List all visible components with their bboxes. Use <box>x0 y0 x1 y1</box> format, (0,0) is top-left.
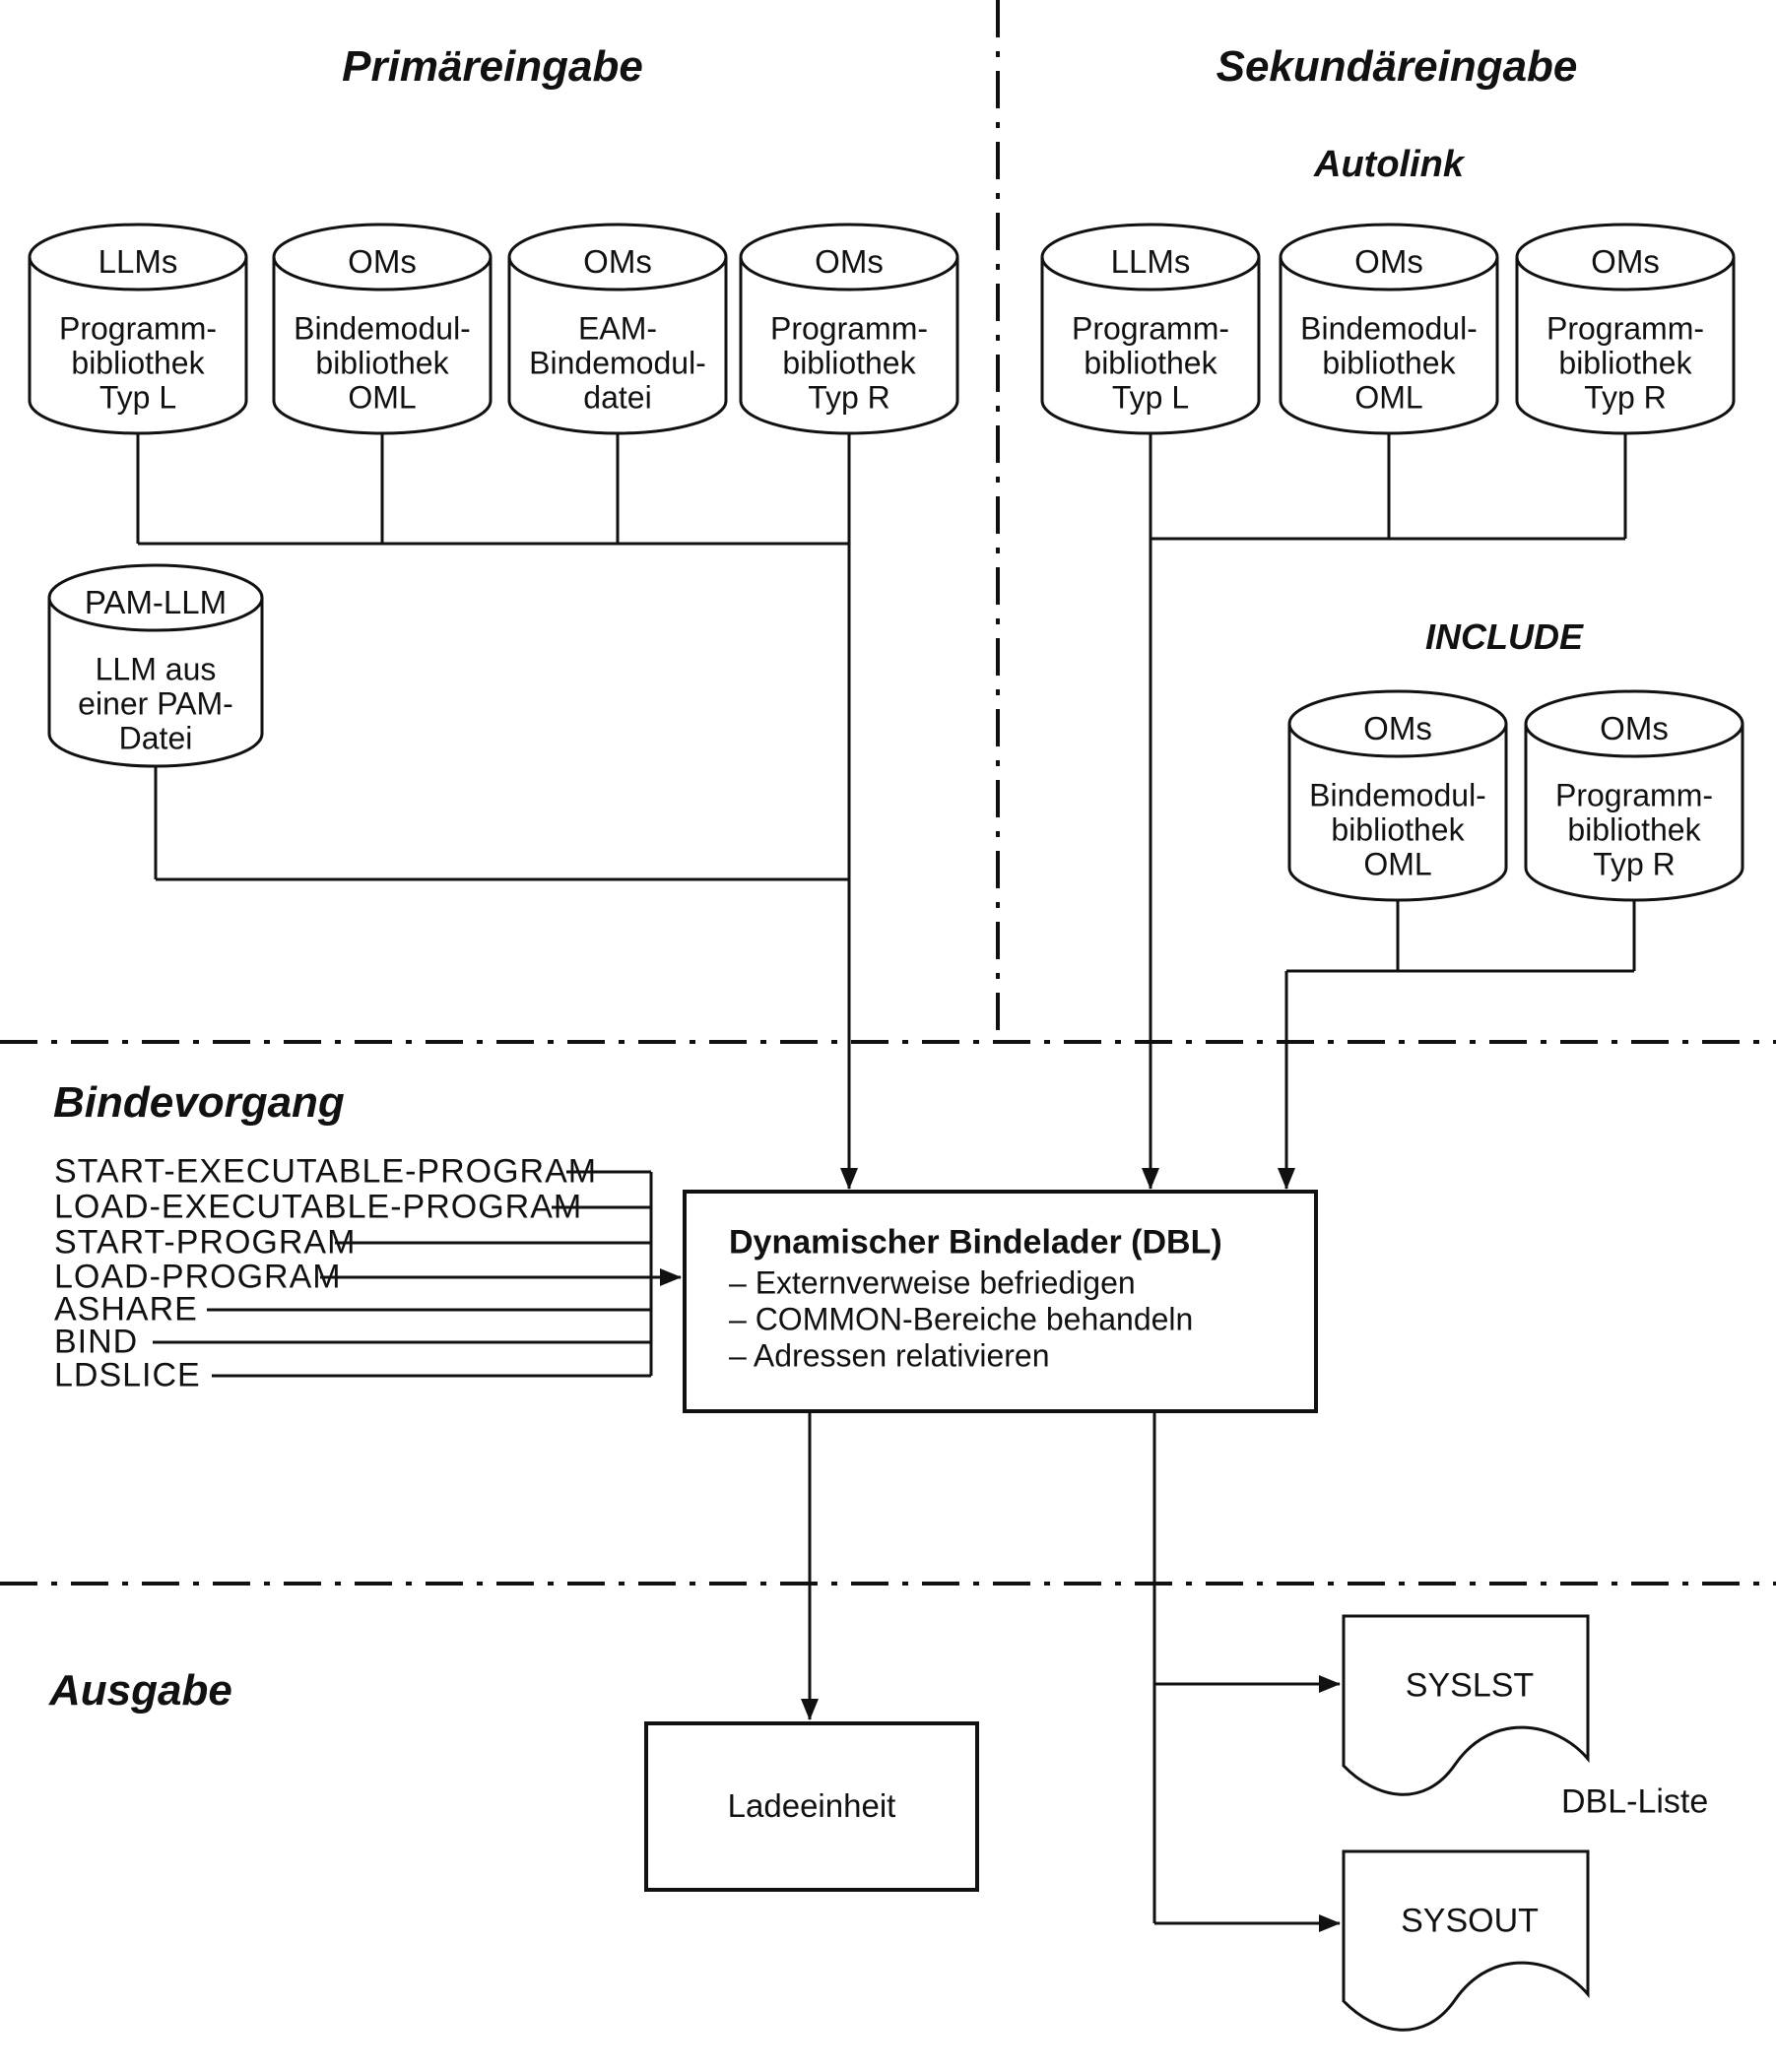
dbl-task: – Externverweise befriedigen <box>729 1264 1136 1301</box>
output-connectors <box>801 1412 1341 1932</box>
cylinder-body-label: Bindemodul- bibliothek OML <box>1309 777 1486 882</box>
heading-secondary-input: Sekundäreingabe <box>1216 41 1578 91</box>
heading-autolink: Autolink <box>1314 144 1464 186</box>
cylinder-body-label: Programm- bibliothek Typ R <box>1554 777 1714 882</box>
primary-input-connectors <box>136 433 858 1190</box>
dbl-box-title: Dynamischer Bindelader (DBL) <box>729 1223 1222 1262</box>
command-load-program: LOAD-PROGRAM <box>54 1258 342 1296</box>
cylinder-body-label: Programm- bibliothek Typ L <box>1071 310 1230 416</box>
heading-include: INCLUDE <box>1425 616 1583 658</box>
cylinder-body-label: LLM aus einer PAM- Datei <box>78 651 233 756</box>
cylinder-include-programmbibliothek-typ-r <box>1524 689 1744 902</box>
cylinder-body-label: Programm- bibliothek Typ L <box>58 310 218 416</box>
load-unit-box <box>644 1721 979 1892</box>
syslst-label: SYSLST <box>1405 1666 1535 1705</box>
cylinder-primary-programmbibliothek-typ-l <box>28 223 248 435</box>
cylinder-body-label: Bindemodul- bibliothek OML <box>294 310 471 416</box>
cylinder-type-label: OMs <box>1591 242 1660 280</box>
command-ashare: ASHARE <box>54 1290 198 1328</box>
sysout-label: SYSOUT <box>1401 1902 1539 1940</box>
cylinder-type-label: LLMs <box>98 242 178 280</box>
cylinder-autolink-bindemodulbibliothek-oml <box>1279 223 1499 435</box>
cylinder-include-bindemodulbibliothek-oml <box>1287 689 1508 902</box>
cylinder-type-label: OMs <box>583 242 652 280</box>
command-ldslice: LDSLICE <box>54 1356 201 1394</box>
cylinder-type-label: PAM-LLM <box>84 583 228 620</box>
cylinder-primary-programmbibliothek-typ-r <box>739 223 959 435</box>
command-bind: BIND <box>54 1323 139 1361</box>
cylinder-type-label: LLMs <box>1110 242 1191 280</box>
cylinder-autolink-programmbibliothek-typ-r <box>1515 223 1736 435</box>
dbl-process-box <box>683 1190 1318 1413</box>
heading-output: Ausgabe <box>49 1665 232 1715</box>
cylinder-autolink-programmbibliothek-typ-l <box>1040 223 1261 435</box>
command-start-program: START-PROGRAM <box>54 1223 357 1262</box>
cylinder-primary-eam-bindemoduldatei <box>507 223 728 435</box>
syslst-document <box>1342 1614 1590 1796</box>
command-load-executable-program: LOAD-EXECUTABLE-PROGRAM <box>54 1188 583 1226</box>
cylinder-body-label: Bindemodul- bibliothek OML <box>1300 310 1478 416</box>
cylinder-body-label: Programm- bibliothek Typ R <box>1546 310 1705 416</box>
cylinder-type-label: OMs <box>815 242 884 280</box>
command-start-executable-program: START-EXECUTABLE-PROGRAM <box>54 1152 598 1191</box>
cylinder-pam-llm <box>47 563 264 768</box>
cylinder-body-label: Programm- bibliothek Typ R <box>769 310 929 416</box>
cylinder-type-label: OMs <box>1600 709 1669 746</box>
include-connectors <box>1278 900 1636 1190</box>
sysout-document <box>1342 1849 1590 2032</box>
dbl-task: – Adressen relativieren <box>729 1337 1050 1374</box>
heading-binding: Bindevorgang <box>53 1077 345 1127</box>
heading-primary-input: Primäreingabe <box>342 41 643 91</box>
load-unit-label: Ladeeinheit <box>727 1786 896 1824</box>
command-connectors <box>153 1170 682 1378</box>
cylinder-type-label: OMs <box>1354 242 1423 280</box>
dbl-task: – COMMON-Bereiche behandeln <box>729 1301 1194 1337</box>
cylinder-type-label: OMs <box>348 242 417 280</box>
cylinder-body-label: EAM- Bindemodul- datei <box>529 310 706 416</box>
autolink-connectors <box>1142 433 1627 1190</box>
dbl-list-label: DBL-Liste <box>1561 1782 1709 1821</box>
cylinder-type-label: OMs <box>1363 709 1432 746</box>
cylinder-primary-bindemodulbibliothek-oml <box>272 223 493 435</box>
